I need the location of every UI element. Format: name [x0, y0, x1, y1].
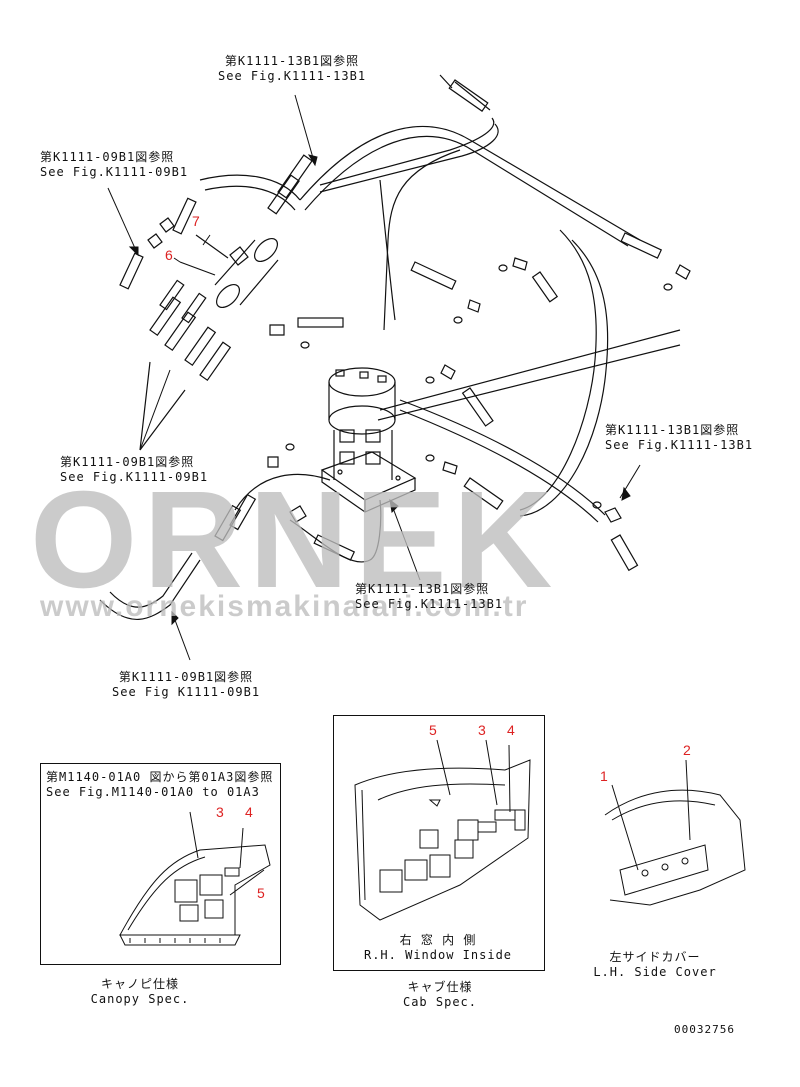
- cab-part-3: 3: [478, 722, 486, 738]
- part-number-6: 6: [165, 247, 173, 263]
- hose-top-right: [319, 74, 499, 193]
- canopy-caption: キャノピ仕様 Canopy Spec.: [80, 977, 200, 1007]
- watermark-url: www.ornekismakinalari.com.tr: [40, 590, 529, 623]
- canopy-part-5: 5: [257, 885, 265, 901]
- cover-caption-en: L.H. Side Cover: [593, 965, 717, 979]
- cab-part-5: 5: [429, 722, 437, 738]
- cab-caption: キャブ仕様 Cab Spec.: [380, 980, 500, 1010]
- ref-label-mid-left-en: See Fig.K1111-09B1: [60, 470, 209, 484]
- cab-subcaption-jp: 右 窓 内 側: [399, 933, 477, 947]
- canopy-header-jp: 第M1140-01A0 図から第01A3図参照: [46, 770, 274, 784]
- ref-label-left: 第K1111-09B1図参照 See Fig.K1111-09B1: [40, 150, 188, 180]
- watermark-brand: ORNEK: [30, 463, 559, 617]
- ref-label-center: 第K1111-13B1図参照 See Fig.K1111-13B1: [355, 582, 503, 612]
- cover-caption: 左サイドカバー L.H. Side Cover: [585, 950, 725, 980]
- leader-lines: [107, 94, 641, 661]
- cover-part-2: 2: [683, 742, 691, 758]
- cab-subcaption-en: R.H. Window Inside: [363, 948, 513, 962]
- hose-bottom-left: [99, 456, 382, 620]
- cab-subcaption: 右 窓 内 側 R.H. Window Inside: [343, 933, 533, 963]
- ref-label-top-jp: 第K1111-13B1図参照: [224, 54, 360, 68]
- fitting-bundle: [139, 279, 232, 451]
- canopy-caption-en: Canopy Spec.: [90, 992, 190, 1006]
- hose-fittings: [269, 232, 691, 510]
- ref-label-center-jp: 第K1111-13B1図参照: [355, 582, 490, 596]
- cover-part-1: 1: [600, 768, 608, 784]
- ref-label-mid-left-jp: 第K1111-09B1図参照: [60, 455, 195, 469]
- hose-right: [377, 329, 681, 572]
- canopy-part-4: 4: [245, 804, 253, 820]
- canopy-caption-jp: キャノピ仕様: [100, 977, 179, 991]
- drawing-number: 00032756: [674, 1023, 735, 1036]
- canopy-header: 第M1140-01A0 図から第01A3図参照 See Fig.M1140-01…: [46, 770, 273, 800]
- left-hoses: [119, 154, 313, 290]
- cab-part-4: 4: [507, 722, 515, 738]
- ref-label-left-jp: 第K1111-09B1図参照: [40, 150, 175, 164]
- side-cover-drawing: [604, 759, 746, 906]
- canopy-part-3: 3: [216, 804, 224, 820]
- ref-label-center-en: See Fig.K1111-13B1: [355, 597, 504, 611]
- item-6-7-assembly: [179, 234, 279, 309]
- cover-caption-jp: 左サイドカバー: [609, 950, 701, 964]
- canopy-header-en: See Fig.M1140-01A0 to 01A3: [46, 785, 260, 799]
- swivel-joint: [320, 367, 417, 513]
- ref-label-bottom: 第K1111-09B1図参照 See Fig K1111-09B1: [112, 670, 260, 700]
- ref-label-bottom-en: See Fig K1111-09B1: [112, 685, 261, 699]
- ref-label-right-en: See Fig.K1111-13B1: [605, 438, 754, 452]
- cab-inset-box: [333, 715, 545, 971]
- ref-label-left-en: See Fig.K1111-09B1: [40, 165, 189, 179]
- cab-caption-jp: キャブ仕様: [407, 980, 473, 994]
- canopy-inset-box: [40, 763, 281, 965]
- ref-label-mid-left: 第K1111-09B1図参照 See Fig.K1111-09B1: [60, 455, 208, 485]
- cab-caption-en: Cab Spec.: [402, 995, 478, 1009]
- ref-label-right: 第K1111-13B1図参照 See Fig.K1111-13B1: [605, 423, 753, 453]
- part-number-7: 7: [192, 213, 200, 229]
- canopy-drawing: [119, 811, 271, 946]
- ref-label-bottom-jp: 第K1111-09B1図参照: [118, 670, 254, 684]
- hose-loop-right: [299, 126, 641, 517]
- ref-label-top: 第K1111-13B1図参照 See Fig.K1111-13B1: [218, 54, 366, 84]
- ref-label-top-en: See Fig.K1111-13B1: [218, 69, 367, 83]
- ref-label-right-jp: 第K1111-13B1図参照: [605, 423, 740, 437]
- cab-drawing: [354, 739, 531, 921]
